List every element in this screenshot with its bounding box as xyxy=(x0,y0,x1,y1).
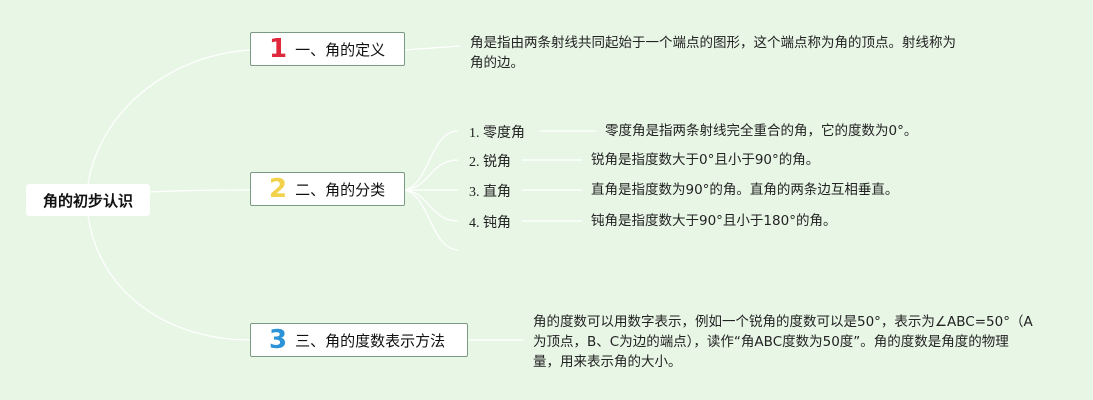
root-node[interactable]: 角的初步认识 xyxy=(26,184,150,216)
topic-label: 一、角的定义 xyxy=(295,40,386,59)
subtopic-obtuse-angle[interactable]: 4. 钝角 xyxy=(469,216,511,231)
connector-root-topic1 xyxy=(87,49,251,185)
connector-topic2-sub1 xyxy=(403,130,459,191)
topic-description: 角的度数可以用数字表示，例如一个锐角的度数可以是50°，表示为∠ABC=50°（… xyxy=(533,314,1033,370)
number-2-icon: 2 xyxy=(269,174,288,204)
topic-label: 三、角的度数表示方法 xyxy=(295,331,446,350)
connector-root-topic3 xyxy=(87,215,251,341)
connector-topic1-desc xyxy=(403,45,461,51)
number-1-icon: 1 xyxy=(269,34,288,64)
subtopic-acute-angle[interactable]: 2. 锐角 xyxy=(469,155,511,170)
subtopic-zero-angle[interactable]: 1. 零度角 xyxy=(469,126,525,141)
connector-root-topic2 xyxy=(149,189,251,193)
connector-topic2-sub2 xyxy=(403,159,459,191)
subtopic-right-angle[interactable]: 3. 直角 xyxy=(469,185,511,200)
subtopic-description: 锐角是指度数大于0°且小于90°的角。 xyxy=(591,152,820,168)
subtopic-description: 直角是指度数为90°的角。直角的两条边互相垂直。 xyxy=(591,182,899,198)
number-3-icon: 3 xyxy=(269,325,288,355)
subtopic-description: 零度角是指两条射线完全重合的角，它的度数为0°。 xyxy=(605,123,918,139)
subtopic-description: 钝角是指度数大于90°且小于180°的角。 xyxy=(591,213,837,229)
topic-angle-degree-notation[interactable]: 3 三、角的度数表示方法 xyxy=(250,323,468,357)
connector-topic2-extra xyxy=(403,189,459,251)
topic-description: 角是指由两条射线共同起始于一个端点的图形，这个端点称为角的顶点。射线称为角的边。 xyxy=(470,35,956,71)
root-label: 角的初步认识 xyxy=(42,191,133,210)
topic-angle-definition[interactable]: 1 一、角的定义 xyxy=(250,32,405,66)
connector-topic2-sub4 xyxy=(403,189,459,222)
topic-angle-classification[interactable]: 2 二、角的分类 xyxy=(250,172,405,206)
topic-label: 二、角的分类 xyxy=(295,180,386,199)
